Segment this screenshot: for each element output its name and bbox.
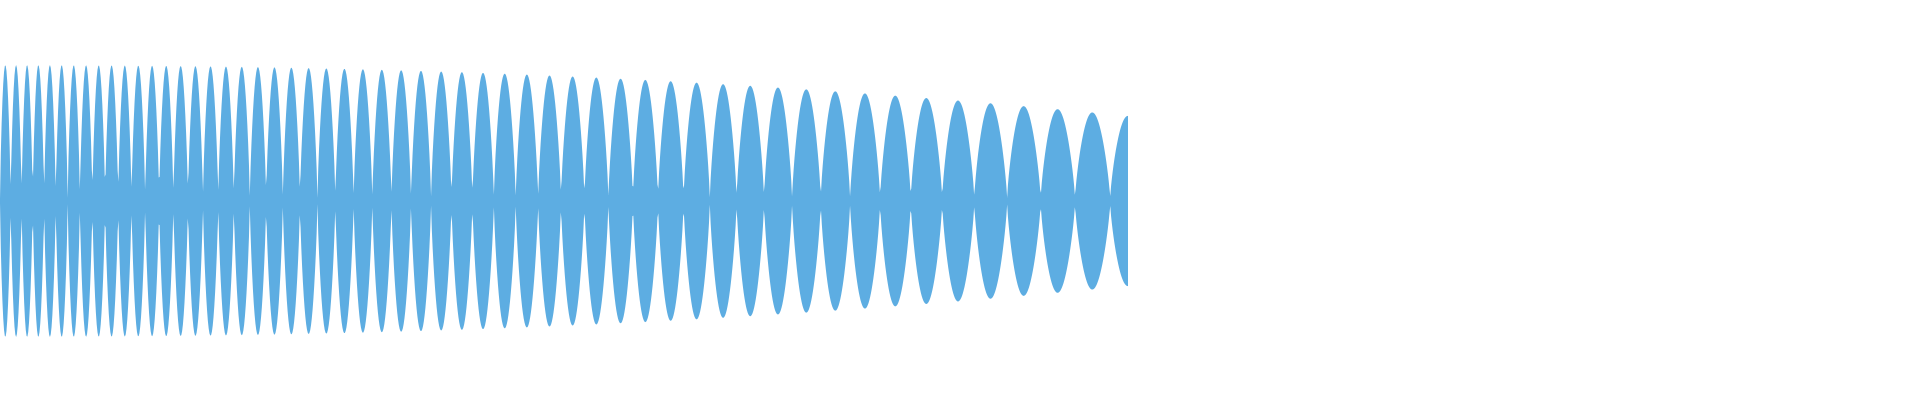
- waveform-shape: [0, 65, 1128, 337]
